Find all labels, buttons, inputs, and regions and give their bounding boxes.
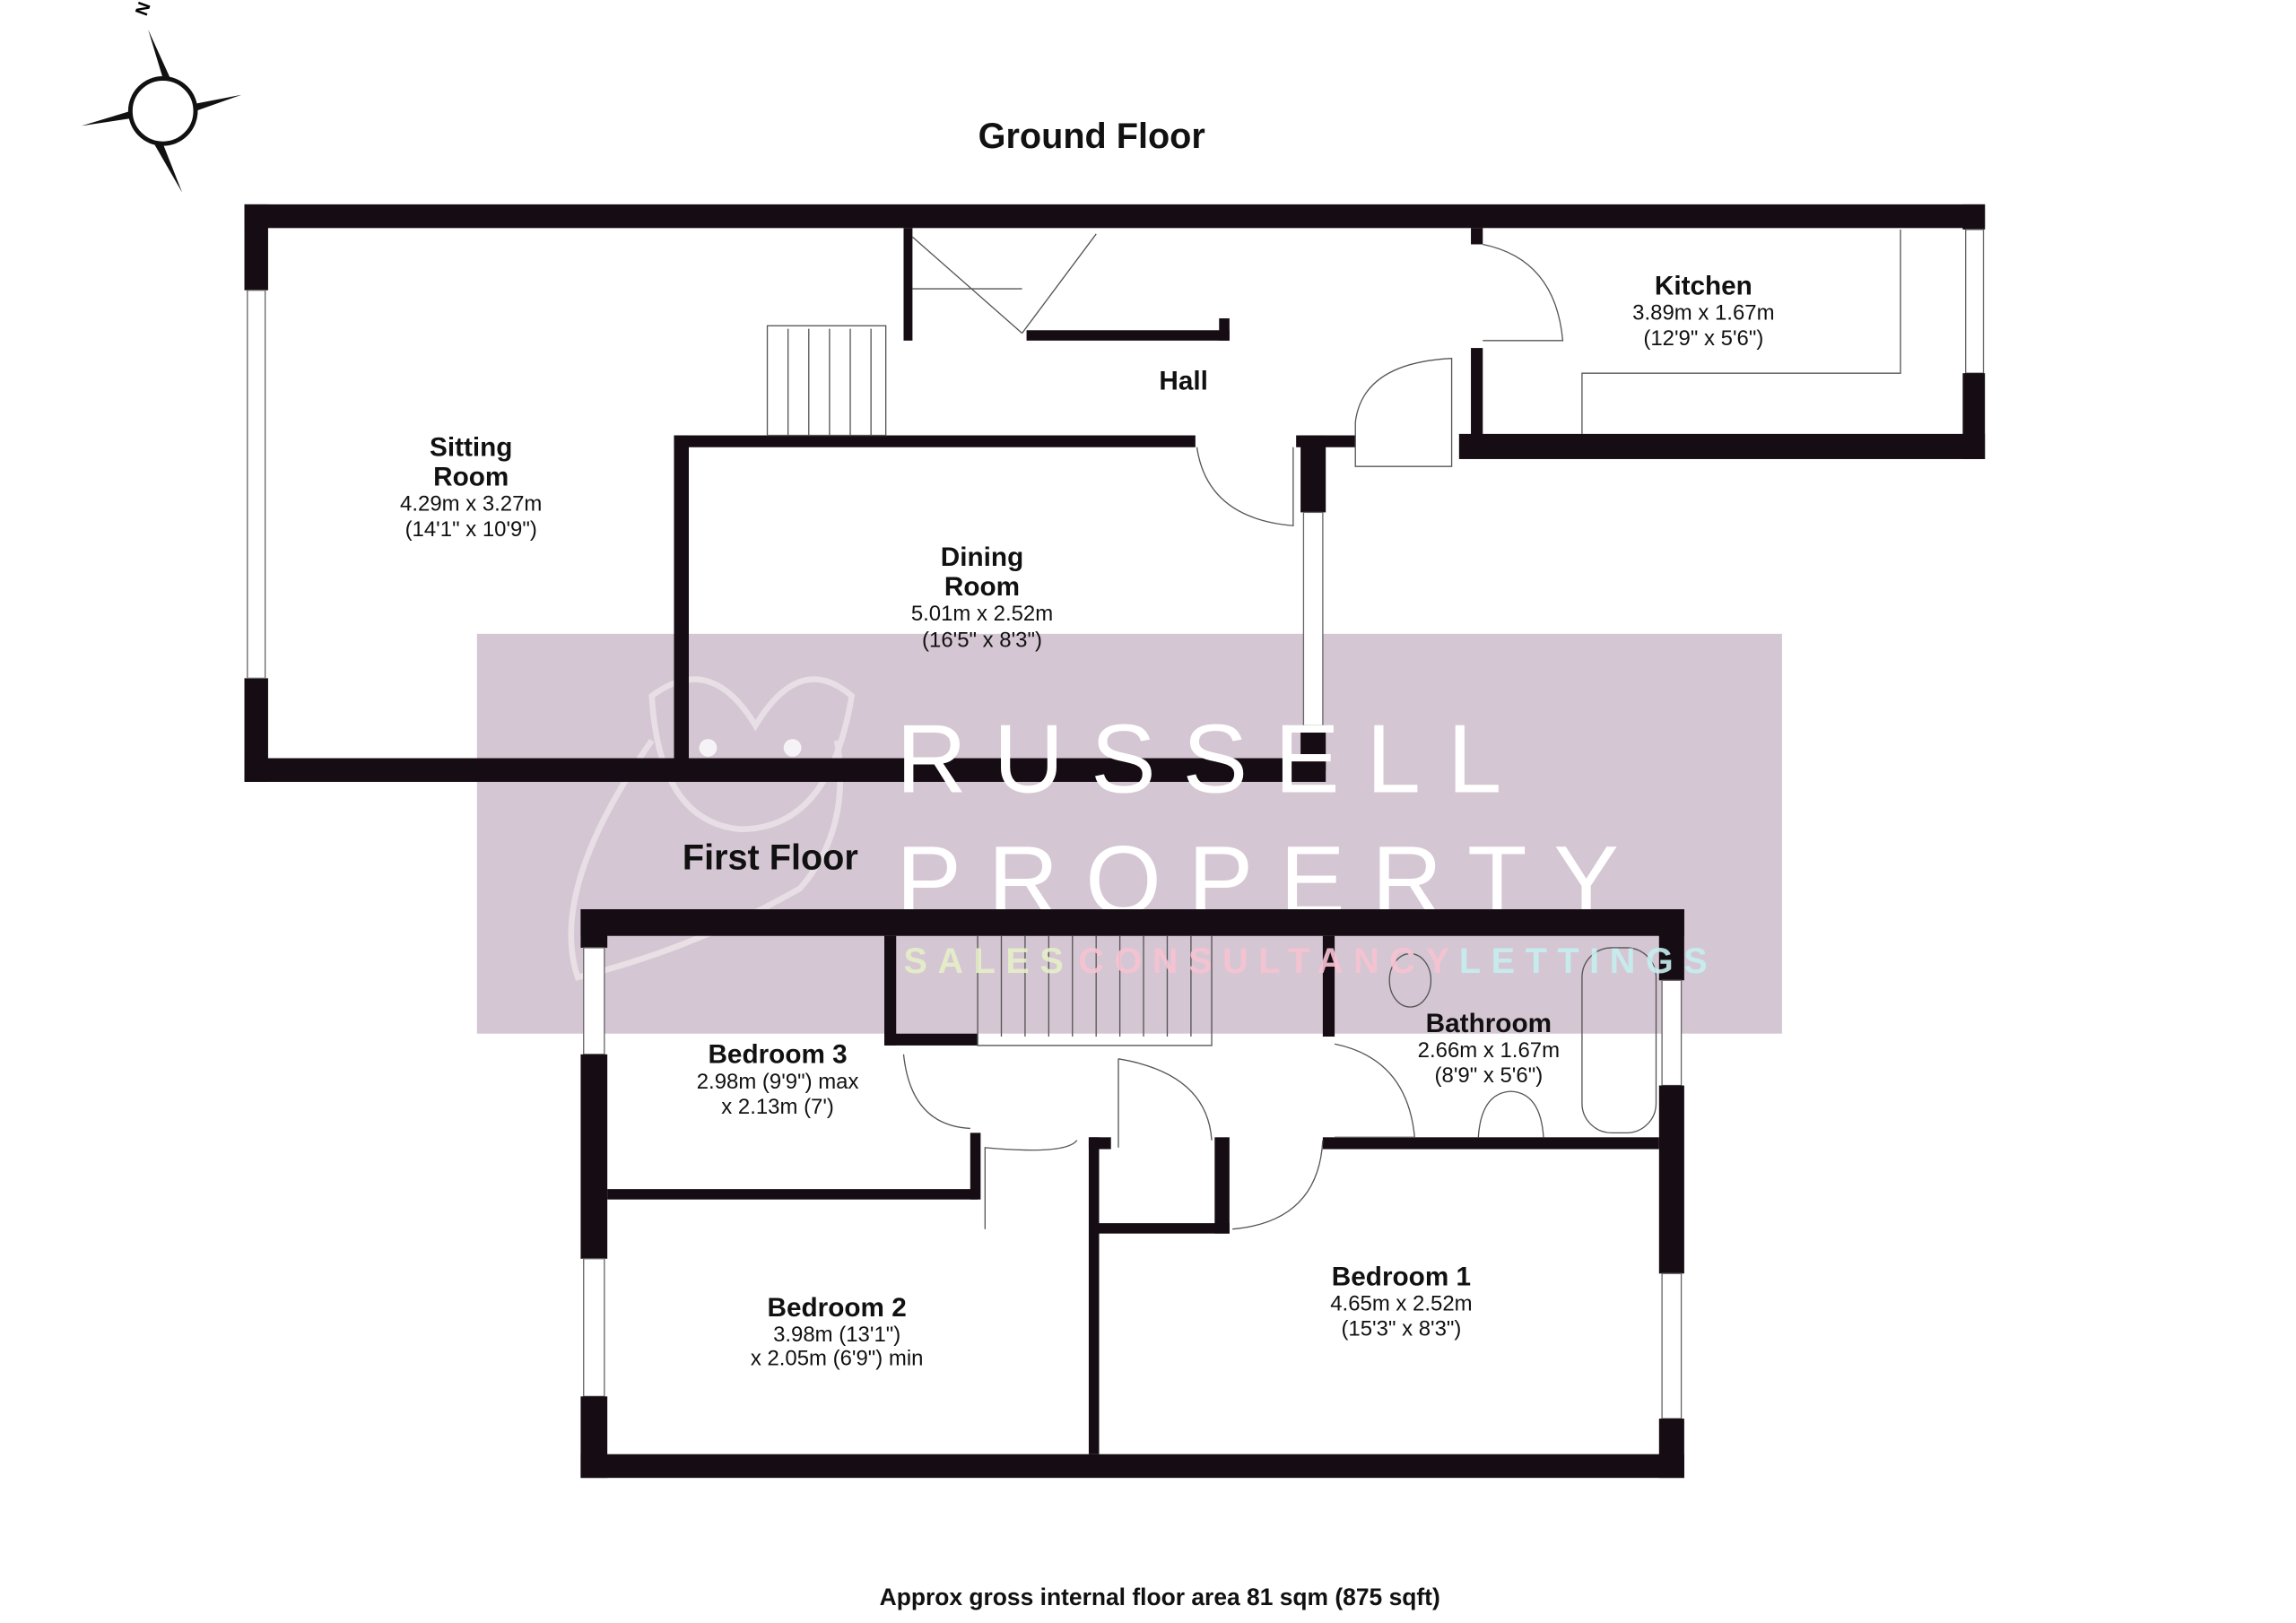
room-bedroom-3: Bedroom 3 2.98m (9'9") max x 2.13m (7') xyxy=(697,1040,859,1119)
svg-text:x 2.13m (7'): x 2.13m (7') xyxy=(721,1095,834,1119)
svg-text:(14'1" x 10'9"): (14'1" x 10'9") xyxy=(405,517,537,542)
svg-text:Room: Room xyxy=(944,572,1020,602)
first-floor-title: First Floor xyxy=(683,838,858,877)
watermark-line1: RUSSELL xyxy=(896,705,1528,814)
svg-text:(15'3" x 8'3"): (15'3" x 8'3") xyxy=(1341,1317,1461,1341)
svg-text:Kitchen: Kitchen xyxy=(1655,272,1752,301)
svg-text:CONSULTANCY: CONSULTANCY xyxy=(1078,942,1459,981)
ground-floor-title: Ground Floor xyxy=(978,117,1205,156)
room-sitting-room: Sitting Room 4.29m x 3.27m (14'1" x 10'9… xyxy=(400,433,542,542)
first-floor-walls xyxy=(580,908,1684,1479)
floor-area-footer: Approx gross internal floor area 81 sqm … xyxy=(880,1584,1440,1610)
svg-text:3.89m x 1.67m: 3.89m x 1.67m xyxy=(1632,301,1774,325)
owl-logo xyxy=(568,676,856,981)
svg-text:Dining: Dining xyxy=(941,542,1023,572)
svg-text:Bedroom 3: Bedroom 3 xyxy=(708,1040,847,1070)
room-hall: Hall xyxy=(1159,366,1208,395)
room-dining-room: Dining Room 5.01m x 2.52m (16'5" x 8'3") xyxy=(911,542,1053,653)
svg-text:Room: Room xyxy=(433,463,509,492)
watermark-tagline: SALES CONSULTANCY LETTINGS xyxy=(903,942,1718,981)
room-bedroom-1: Bedroom 1 4.65m x 2.52m (15'3" x 8'3") xyxy=(1330,1262,1472,1341)
svg-text:2.66m x 1.67m: 2.66m x 1.67m xyxy=(1418,1038,1560,1063)
svg-text:4.65m x 2.52m: 4.65m x 2.52m xyxy=(1330,1292,1472,1316)
svg-text:(16'5" x 8'3"): (16'5" x 8'3") xyxy=(922,629,1042,653)
svg-text:LETTINGS: LETTINGS xyxy=(1459,942,1718,981)
svg-text:x 2.05m (6'9") min: x 2.05m (6'9") min xyxy=(751,1347,924,1371)
room-kitchen: Kitchen 3.89m x 1.67m (12'9" x 5'6") xyxy=(1632,272,1774,351)
svg-text:3.98m (13'1"): 3.98m (13'1") xyxy=(773,1323,900,1347)
svg-text:Bedroom 2: Bedroom 2 xyxy=(768,1293,907,1323)
watermark-panel xyxy=(476,633,1782,1034)
svg-text:Bedroom 1: Bedroom 1 xyxy=(1332,1262,1471,1291)
room-bedroom-2: Bedroom 2 3.98m (13'1") x 2.05m (6'9") m… xyxy=(751,1293,924,1370)
room-bathroom: Bathroom 2.66m x 1.67m (8'9" x 5'6") xyxy=(1418,1009,1560,1088)
svg-text:5.01m x 2.52m: 5.01m x 2.52m xyxy=(911,602,1053,626)
svg-text:Sitting: Sitting xyxy=(430,433,512,463)
svg-text:4.29m x 3.27m: 4.29m x 3.27m xyxy=(400,492,542,516)
ground-floor-walls xyxy=(244,204,1986,782)
svg-text:Bathroom: Bathroom xyxy=(1426,1009,1552,1038)
svg-text:SALES: SALES xyxy=(903,942,1074,981)
svg-text:2.98m (9'9") max: 2.98m (9'9") max xyxy=(697,1070,859,1094)
svg-text:(8'9" x 5'6"): (8'9" x 5'6") xyxy=(1435,1063,1544,1088)
compass-north-label: N xyxy=(132,0,155,18)
svg-text:(12'9" x 5'6"): (12'9" x 5'6") xyxy=(1643,326,1763,351)
compass-icon: N xyxy=(81,0,242,193)
